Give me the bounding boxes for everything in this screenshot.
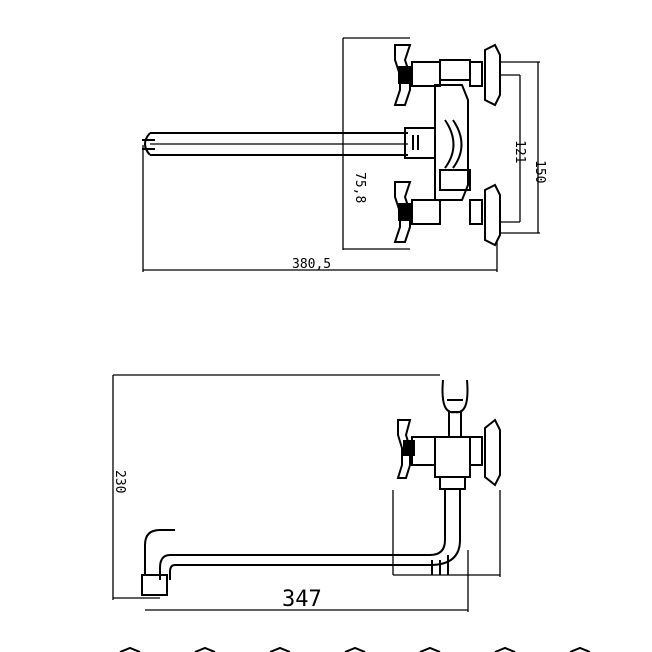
top-upper-flange — [484, 43, 501, 107]
dim-spout-length: 347 — [282, 587, 322, 612]
side-view-dimension-lines — [112, 374, 501, 612]
top-body — [404, 59, 471, 201]
side-spout — [141, 476, 466, 596]
dim-flange-height: 150 — [532, 160, 547, 183]
side-shower-holder — [441, 379, 469, 438]
top-lower-handle — [393, 181, 483, 243]
top-lower-flange — [484, 183, 501, 247]
side-view: 230 347 — [112, 374, 501, 612]
top-upper-handle — [393, 44, 483, 106]
dim-overall-length: 380,5 — [292, 257, 331, 272]
dim-body-height: 121 — [512, 140, 527, 163]
top-spout — [142, 132, 408, 156]
top-view: 380,5 75,8 121 150 — [142, 37, 547, 272]
top-view-dimension-lines — [142, 37, 540, 272]
dim-outlet-offset: 75,8 — [352, 172, 367, 203]
dim-height: 230 — [112, 470, 127, 493]
bottom-border-marks — [119, 646, 591, 652]
